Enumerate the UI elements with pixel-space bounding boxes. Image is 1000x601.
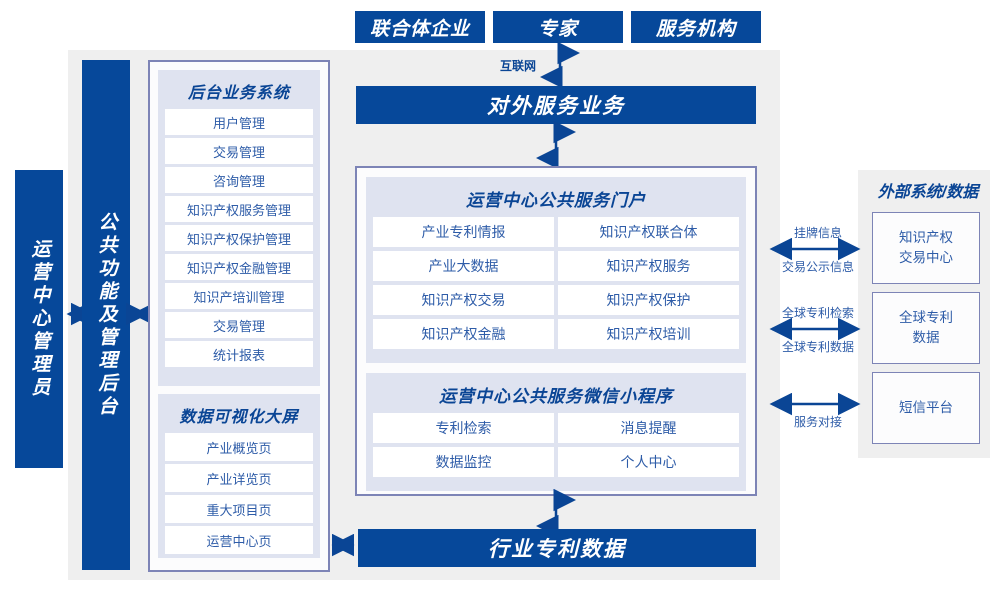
portal-to-patent-data-arrow (536, 488, 576, 538)
ext-line1: 全球专利 (899, 310, 953, 326)
platform-to-backend-arrow (126, 302, 154, 326)
ext-label-service-integration: 服务对接 (793, 415, 842, 429)
miniprogram-grid: 专利检索 消息提醒 数据监控 个人中心 (373, 413, 739, 477)
external-systems-title: 外部系统/数据 (877, 184, 979, 201)
backend-item-consulting-management[interactable]: 咨询管理 (165, 167, 313, 193)
backend-system-group: 后台业务系统 用户管理 交易管理 咨询管理 知识产权服务管理 知识产权保护管理 … (158, 70, 320, 386)
industry-patent-data-bar[interactable]: 行业专利数据 (358, 529, 756, 567)
actor-label: 专家 (537, 18, 578, 40)
ext-connector-arrow-2 (769, 317, 861, 341)
ext-line1: 知识产权 (899, 230, 953, 246)
external-system-ip-trading-center[interactable]: 知识产权 交易中心 (872, 212, 980, 284)
miniprogram-item-patent-search[interactable]: 专利检索 (373, 413, 554, 443)
portal-item-ip-protection[interactable]: 知识产权保护 (558, 285, 739, 315)
internet-label: 互联网 (499, 59, 536, 73)
backend-system-title: 后台业务系统 (187, 85, 290, 102)
dataviz-item-industry-overview[interactable]: 产业概览页 (165, 433, 313, 461)
public-portal-grid: 产业专利情报 知识产权联合体 产业大数据 知识产权服务 知识产权交易 知识产权保… (373, 217, 739, 349)
miniprogram-item-personal-center[interactable]: 个人中心 (558, 447, 739, 477)
public-function-admin-label: 公共功能及管理后台 (95, 211, 117, 419)
ext-label-listing-info: 挂牌信息 (793, 226, 842, 240)
ext-connector-arrow-3 (769, 392, 861, 416)
ext-label-transaction-public-info: 交易公示信息 (781, 260, 854, 274)
portal-item-industry-bigdata[interactable]: 产业大数据 (373, 251, 554, 281)
service-platform-panel: 运营中心公共服务门户 产业专利情报 知识产权联合体 产业大数据 知识产权服务 知… (355, 166, 757, 496)
portal-item-ip-service[interactable]: 知识产权服务 (558, 251, 739, 281)
backend-item-ip-finance-management[interactable]: 知识产权金融管理 (165, 254, 313, 280)
actor-label: 服务机构 (655, 18, 736, 40)
portal-item-ip-trading[interactable]: 知识产权交易 (373, 285, 554, 315)
external-system-global-patent-data[interactable]: 全球专利 数据 (872, 292, 980, 364)
operations-center-admin-label: 运营中心管理员 (28, 238, 50, 400)
backend-item-statistical-report[interactable]: 统计报表 (165, 341, 313, 367)
external-system-sms-platform[interactable]: 短信平台 (872, 372, 980, 444)
actor-chip-expert[interactable]: 专家 (493, 11, 623, 43)
industry-patent-data-label: 行业专利数据 (488, 538, 626, 561)
data-visualization-title: 数据可视化大屏 (179, 409, 299, 426)
portal-item-ip-finance[interactable]: 知识产权金融 (373, 319, 554, 349)
portal-item-industry-patent-intel[interactable]: 产业专利情报 (373, 217, 554, 247)
dataviz-to-patent-data-arrow (331, 533, 355, 557)
operations-center-admin-box[interactable]: 运营中心管理员 (15, 170, 63, 468)
backend-item-ip-protection-management[interactable]: 知识产权保护管理 (165, 225, 313, 251)
ext-line2: 数据 (912, 330, 940, 345)
portal-item-ip-training[interactable]: 知识产权培训 (558, 319, 739, 349)
miniprogram-group: 运营中心公共服务微信小程序 专利检索 消息提醒 数据监控 个人中心 (366, 373, 746, 491)
backend-item-ip-service-management[interactable]: 知识产权服务管理 (165, 196, 313, 222)
dataviz-item-major-projects[interactable]: 重大项目页 (165, 495, 313, 523)
public-portal-group: 运营中心公共服务门户 产业专利情报 知识产权联合体 产业大数据 知识产权服务 知… (366, 177, 746, 363)
miniprogram-title: 运营中心公共服务微信小程序 (439, 387, 673, 406)
miniprogram-item-message-alert[interactable]: 消息提醒 (558, 413, 739, 443)
data-visualization-group: 数据可视化大屏 产业概览页 产业详览页 重大项目页 运营中心页 (158, 394, 320, 558)
portal-item-ip-consortium[interactable]: 知识产权联合体 (558, 217, 739, 247)
actor-label: 联合体企业 (369, 18, 470, 40)
ext-label-global-patent-data: 全球专利数据 (781, 340, 854, 354)
dataviz-item-industry-detail[interactable]: 产业详览页 (165, 464, 313, 492)
backend-item-user-management[interactable]: 用户管理 (165, 109, 313, 135)
backend-item-transaction-management[interactable]: 交易管理 (165, 138, 313, 164)
miniprogram-item-data-monitor[interactable]: 数据监控 (373, 447, 554, 477)
backend-panel: 后台业务系统 用户管理 交易管理 咨询管理 知识产权服务管理 知识产权保护管理 … (148, 60, 330, 572)
backend-item-transaction-management-2[interactable]: 交易管理 (165, 312, 313, 338)
service-to-portal-arrow (536, 120, 576, 170)
dataviz-item-operations-center[interactable]: 运营中心页 (165, 526, 313, 554)
public-portal-title: 运营中心公共服务门户 (466, 191, 646, 210)
internet-connector-arrow (540, 41, 580, 89)
backend-item-ip-training-management[interactable]: 知识产培训管理 (165, 283, 313, 309)
ext-line2: 交易中心 (899, 250, 953, 265)
public-function-admin-bar[interactable]: 公共功能及管理后台 (82, 60, 130, 570)
actor-chip-service-org[interactable]: 服务机构 (631, 11, 761, 43)
actor-chip-consortium[interactable]: 联合体企业 (355, 11, 485, 43)
external-service-business-bar[interactable]: 对外服务业务 (356, 86, 756, 124)
ext-label-global-patent-search: 全球专利检索 (781, 306, 854, 320)
external-service-business-label: 对外服务业务 (487, 95, 625, 118)
ext-line1: 短信平台 (899, 400, 953, 416)
ext-connector-arrow-1 (769, 237, 861, 261)
